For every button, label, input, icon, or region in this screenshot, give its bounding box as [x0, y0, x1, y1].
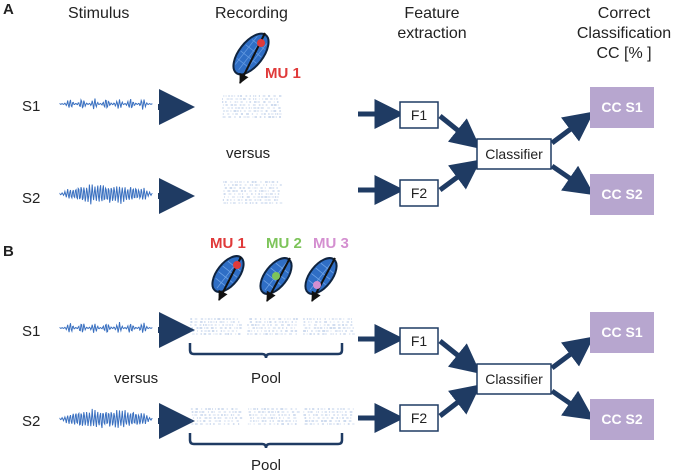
cc-label-a-s2: CC S2: [601, 186, 642, 202]
panel-b-row-s2: S2: [22, 413, 40, 430]
recording-raster-a-s2: [222, 181, 283, 204]
arrow-classifier-cc-a1: [550, 111, 594, 145]
panel-a-row-s1: S1: [22, 98, 40, 115]
recording-raster-b-s2: [190, 408, 355, 425]
classifier-box-a: [476, 138, 552, 170]
cc-box-a-s2: [590, 174, 654, 215]
panel-b-mu1-label: MU 1: [210, 235, 246, 252]
feature-label-a-f1: F1: [411, 107, 428, 123]
pool-brace-1: [188, 343, 344, 359]
feature-box-a-f1: [399, 101, 439, 129]
arrow-feature-classifier-a2: [438, 159, 482, 193]
classifier-box-b: [476, 363, 552, 395]
header-correct-line3: CC [% ]: [596, 45, 651, 62]
needle-arrow-b2: [266, 257, 291, 302]
panel-b-mu3-label: MU 3: [313, 235, 349, 252]
header-correct-line1: Correct: [598, 5, 651, 22]
stimulus-waveform-a-s1: [59, 98, 153, 110]
arrow-classifier-cc-b2: [550, 388, 595, 421]
panel-b-label: B: [3, 243, 14, 260]
cc-label-b-s1: CC S1: [601, 324, 642, 340]
header-feature-line2: extraction: [397, 25, 466, 42]
panel-b-mu2-label: MU 2: [266, 235, 302, 252]
header-correct-line2: Classification: [577, 25, 671, 42]
cc-label-a-s1: CC S1: [601, 99, 642, 115]
stimulus-waveform-a-s2: [59, 184, 153, 205]
panel-b-versus: versus: [114, 370, 158, 387]
pool-label-2: Pool: [251, 457, 281, 474]
feature-box-a-f2: [399, 179, 439, 207]
header-recording: Recording: [215, 5, 288, 22]
waveform-trace: [59, 98, 153, 110]
recording-raster-a-s1: [222, 95, 282, 118]
classifier-label-a: Classifier: [485, 146, 543, 162]
arrow-feature-classifier-b2: [438, 384, 481, 418]
feature-label-a-f2: F2: [411, 185, 428, 201]
waveform-trace: [59, 408, 153, 429]
stimulus-waveform-b-s1: [59, 322, 153, 333]
cc-label-b-s2: CC S2: [601, 411, 642, 427]
panel-b-row-s1: S1: [22, 323, 40, 340]
muscle-fiber-icon-b1: [211, 255, 245, 293]
stimulus-waveform-b-s2: [59, 408, 153, 429]
needle-arrow-b3: [311, 257, 336, 302]
feature-label-b-f2: F2: [411, 410, 428, 426]
pool-label-1: Pool: [251, 370, 281, 387]
cc-box-a-s1: [590, 87, 654, 128]
mu-dot-b1: [233, 261, 241, 269]
feature-label-b-f1: F1: [411, 333, 428, 349]
arrow-feature-classifier-a1: [438, 114, 481, 149]
panel-a-versus: versus: [226, 145, 270, 162]
muscle-fiber-icon-b3: [304, 257, 338, 295]
panel-a-label: A: [3, 1, 14, 18]
pool-brace-2: [188, 433, 344, 449]
feature-box-b-f1: [399, 327, 439, 355]
arrow-classifier-cc-b1: [550, 336, 594, 370]
cc-box-b-s2: [590, 399, 654, 440]
header-feature-line1: Feature: [404, 5, 459, 22]
mu-dot-a: [257, 39, 265, 47]
waveform-trace: [59, 184, 153, 205]
mu-dot-b3: [313, 281, 321, 289]
feature-box-b-f2: [399, 404, 439, 432]
classifier-label-b: Classifier: [485, 371, 543, 387]
cc-box-b-s1: [590, 312, 654, 353]
panel-a-row-s2: S2: [22, 190, 40, 207]
panel-a-mu-label: MU 1: [265, 65, 301, 82]
recording-raster-b-s1: [190, 318, 355, 335]
header-stimulus: Stimulus: [68, 5, 129, 22]
arrow-classifier-cc-a2: [550, 163, 595, 196]
arrow-feature-classifier-b1: [438, 339, 481, 374]
waveform-trace: [59, 322, 153, 333]
mu-dot-b2: [272, 272, 280, 280]
